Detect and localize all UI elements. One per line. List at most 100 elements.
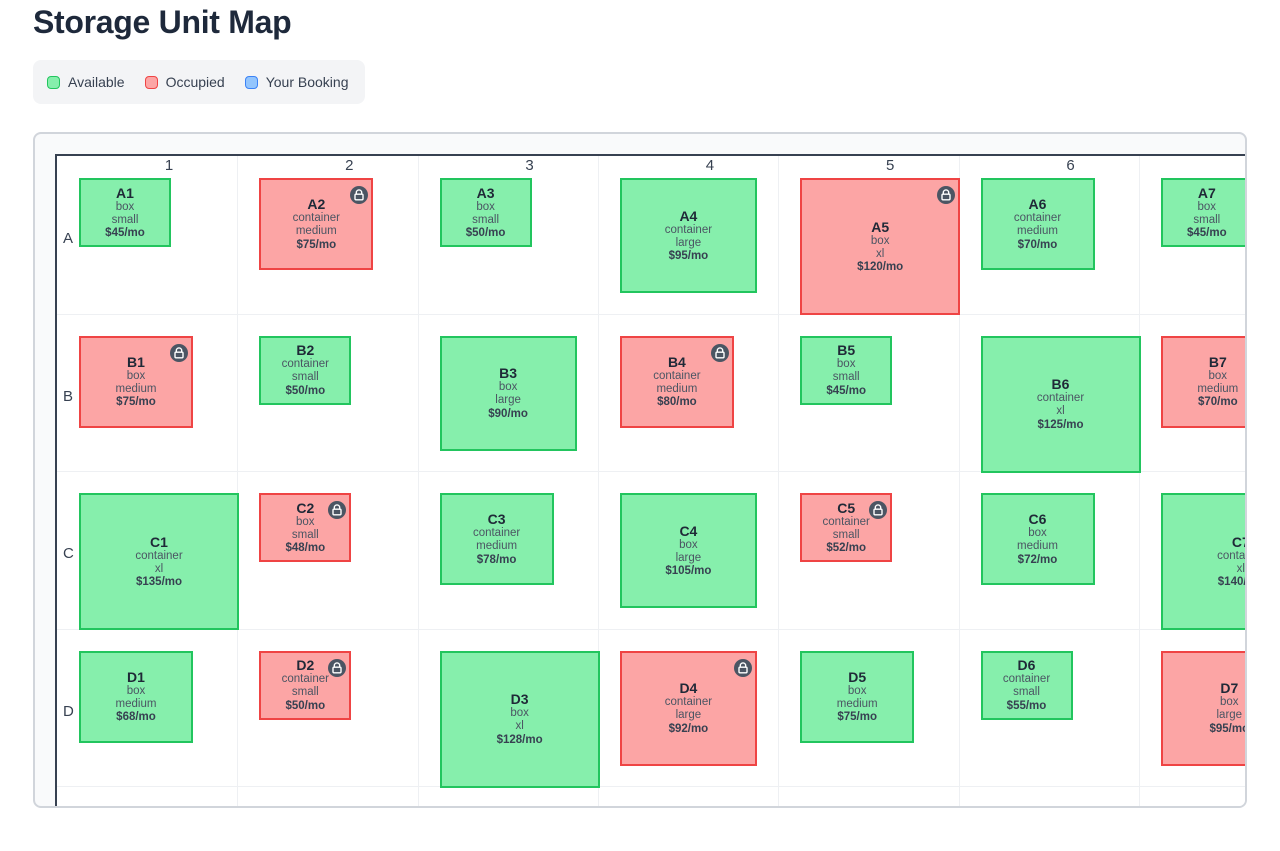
unit-id: D1 (127, 668, 145, 685)
unit-price: $72/mo (1017, 553, 1058, 566)
unit-size: xl (515, 720, 524, 733)
unit-id: D4 (679, 680, 698, 697)
unit-size: small (1013, 686, 1040, 699)
unit-price: $50/mo (285, 384, 326, 397)
unit-id: D3 (510, 691, 529, 708)
storage-map[interactable]: 1234567ABCDA1boxsmall$45/moA2containerme… (33, 132, 1247, 808)
grid-column-line (417, 156, 419, 806)
unit-type: box (679, 538, 698, 551)
lock-icon (350, 186, 369, 204)
unit-size: medium (836, 697, 878, 710)
unit-price: $70/mo (1017, 238, 1058, 251)
column-label: 4 (705, 157, 715, 174)
unit-id: A5 (871, 218, 890, 235)
unit-type: box (498, 381, 518, 394)
legend: Available Occupied Your Booking (33, 60, 365, 104)
unit-price: $48/mo (285, 542, 326, 555)
unit-price: $68/mo (116, 711, 156, 724)
unit-size: large (675, 236, 702, 249)
lock-icon (170, 343, 188, 362)
column-label: 7 (1241, 157, 1245, 174)
unit-id: B2 (296, 342, 315, 359)
unit-size: medium (115, 697, 157, 710)
lock-icon (710, 343, 729, 362)
unit-price: $92/mo (668, 722, 709, 735)
unit-id: C7 (1231, 533, 1245, 550)
unit-type: container (281, 673, 329, 686)
booking-swatch-icon (244, 75, 258, 89)
unit-size: medium (1017, 540, 1058, 553)
row-label: D (63, 702, 74, 720)
unit-price: $52/mo (826, 542, 866, 555)
unit-size: medium (656, 382, 698, 395)
unit-type: box (476, 200, 495, 213)
grid-row-line (57, 471, 1245, 472)
unit-price: $50/mo (465, 227, 506, 240)
unit-id: C6 (1028, 511, 1047, 528)
unit-price: $140/mo (1217, 576, 1247, 589)
unit-size: small (111, 213, 139, 226)
lock-icon (328, 501, 347, 519)
unit-size: small (472, 213, 500, 226)
unit-price: $78/mo (476, 553, 517, 566)
unit-id: D7 (1220, 680, 1239, 697)
unit-size: large (675, 709, 702, 722)
unit-size: xl (876, 247, 885, 260)
unit-type: container (822, 515, 870, 528)
unit-grid: 1234567ABCDA1boxsmall$45/moA2containerme… (55, 154, 1247, 806)
unit-id: C3 (487, 511, 506, 528)
unit-size: large (495, 394, 521, 407)
unit-id: A1 (116, 184, 134, 201)
unit-price: $95/mo (668, 250, 709, 263)
unit-id: B3 (499, 365, 518, 382)
grid-column-line (597, 156, 599, 806)
unit-id: C2 (296, 499, 315, 516)
unit-id: A7 (1197, 184, 1216, 201)
unit-price: $80/mo (657, 396, 697, 409)
unit-id: A6 (1028, 196, 1047, 213)
unit-size: small (291, 528, 319, 541)
unit-type: container (292, 212, 340, 225)
unit-price: $120/mo (857, 261, 904, 274)
legend-label: Your Booking (265, 74, 349, 90)
storage-unit-c7[interactable]: C7containerxl$140/mo (1160, 493, 1247, 630)
column-label: 5 (886, 157, 895, 174)
page-title: Storage Unit Map (33, 4, 292, 40)
unit-id: A2 (307, 196, 326, 213)
unit-type: container (1036, 392, 1085, 405)
unit-price: $105/mo (665, 565, 712, 578)
unit-price: $70/mo (1197, 396, 1238, 409)
unit-size: small (1193, 213, 1221, 226)
unit-size: medium (115, 382, 157, 395)
unit-size: small (291, 686, 319, 699)
unit-price: $90/mo (488, 407, 528, 420)
grid-column-line (1138, 156, 1140, 806)
